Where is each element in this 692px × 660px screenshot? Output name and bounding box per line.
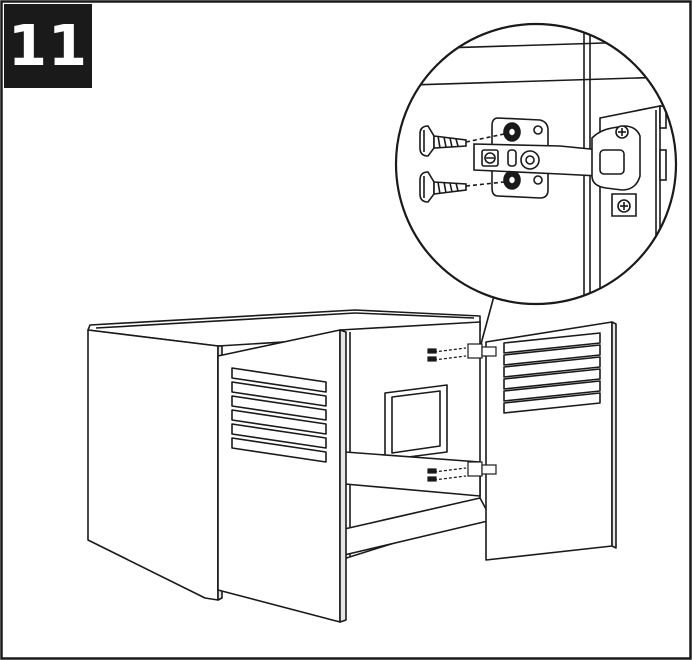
vent-slat <box>503 332 601 354</box>
detail-door-cutout <box>659 149 667 181</box>
right-door-vents <box>503 332 601 414</box>
left-side-panel <box>87 329 219 601</box>
vent-slat <box>231 437 327 463</box>
vent-slat <box>503 344 601 366</box>
step-number-badge: 11 <box>4 4 92 88</box>
vent-slat <box>503 392 601 414</box>
hinge-plate <box>467 461 483 477</box>
hinge-arm <box>481 464 497 475</box>
vent-slat <box>231 423 327 449</box>
screw-icon <box>427 348 437 354</box>
upper-hinge-small <box>427 343 497 362</box>
cabinet <box>87 309 617 623</box>
screw-icon <box>427 356 437 362</box>
screw-icon <box>427 468 437 474</box>
cup-lower-plate <box>611 193 637 217</box>
screw-icon <box>427 476 437 482</box>
screw-guide <box>433 475 467 481</box>
vent-slat <box>503 380 601 402</box>
screw-guide <box>433 347 467 353</box>
hinge-plate <box>467 343 483 359</box>
screw-guide <box>433 467 467 473</box>
detail-circle-border <box>394 22 678 306</box>
vent-slat <box>231 409 327 435</box>
screw-hole-upper-center <box>507 127 517 137</box>
hinge-cam-center <box>525 155 535 165</box>
top-edge-line <box>95 312 356 329</box>
hinge-detail-callout <box>394 22 678 306</box>
screw-guide-lower <box>465 181 505 187</box>
screw-hole-lower-center <box>507 175 517 185</box>
screw-icon <box>419 125 467 157</box>
callout-line <box>480 295 495 345</box>
plate-pin <box>533 125 543 135</box>
vent-slat <box>503 368 601 390</box>
hinge-slot <box>507 149 517 167</box>
left-door-edge <box>339 329 347 623</box>
right-door-edge <box>611 321 617 549</box>
top-back-line <box>354 312 475 319</box>
vent-slat <box>231 381 327 407</box>
vent-slat <box>231 367 327 393</box>
vent-slat <box>503 356 601 378</box>
left-door-vents <box>231 367 327 463</box>
screw-icon <box>419 171 467 203</box>
screw-guide <box>433 355 467 361</box>
vent-slat <box>231 395 327 421</box>
back-opening-inner <box>391 390 441 454</box>
hinge-arm <box>481 346 497 357</box>
lower-hinge-small <box>427 461 497 482</box>
hinge-cup-inner <box>599 149 625 175</box>
plate-pin <box>533 175 543 185</box>
